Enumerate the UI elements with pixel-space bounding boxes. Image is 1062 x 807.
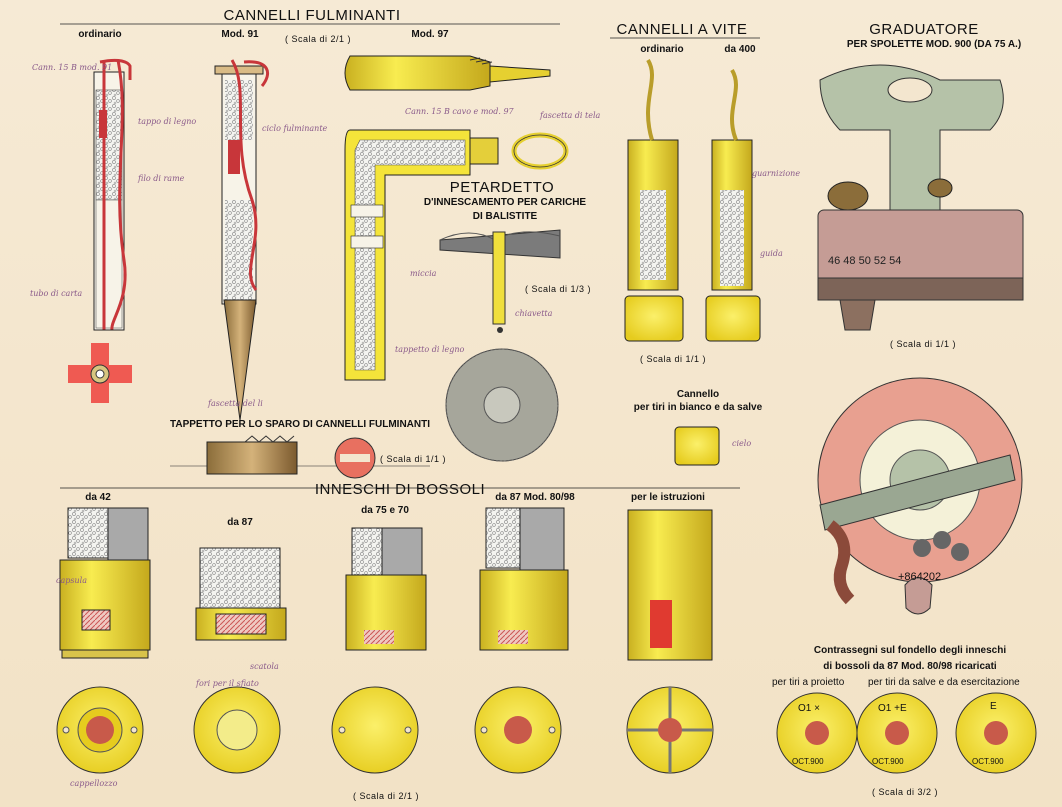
scale-contrassegni: ( Scala di 3/2 ) [871,787,939,797]
annotation-2: tappo di legno [138,117,197,126]
annotation-1: Cann. 15 B mod. 91 [32,63,113,72]
graduatore-dial: 46 48 50 52 54 [828,255,902,267]
subtitle-graduatore: PER SPOLETTE MOD. 900 (DA 75 A.) [846,39,1022,50]
scale-graduatore: ( Scala di 1/1 ) [890,339,957,349]
label-da87: da 87 [227,517,253,528]
label-da75: da 75 e 70 [361,505,409,516]
stamp-2: OCT.900 [872,757,904,766]
subtitle-petardetto-2: DI BALISTITE [472,211,538,222]
title-tappetto: TAPPETTO PER LO SPARO DI CANNELLI FULMIN… [170,419,430,430]
graduatore-ring-numbers: +864202 [898,571,942,583]
mark-1: O1 × [798,703,820,714]
cannello-bianco-line2: per tiri in bianco e da salve [633,402,763,413]
annotation-11: capsula [56,576,87,585]
annotation-4: tubo di carta [30,289,83,298]
annotation-16: guida [760,249,783,258]
label-da87-mod80: da 87 Mod. 80/98 [495,492,575,503]
label-mod97: Mod. 97 [411,29,449,40]
subtitle-petardetto-1: D'INNESCAMENTO PER CARICHE [423,197,587,208]
cannello-ordinario-cross [68,343,132,403]
annotation-3: filo di rame [138,174,185,183]
title-petardetto: PETARDETTO [449,179,555,196]
contrassegni-line2: di bossoli da 87 Mod. 80/98 ricaricati [823,661,997,672]
cannello-ordinario-figure [93,58,132,331]
title-inneschi: INNESCHI DI BOSSOLI [314,481,486,498]
annotation-6: Cann. 15 B cavo e mod. 97 [405,107,514,116]
cannello-mod97-figure [344,55,569,381]
annotation-18: cappellozzo [70,779,118,788]
inneschi-figures [59,507,713,661]
mark-2: O1 +E [878,703,907,714]
label-vite-ordinario: ordinario [640,44,684,55]
graduatore-figure [817,64,1024,615]
cannello-mod91-figure [214,59,270,421]
annotation-13: scatola [250,662,279,671]
annotation-8: miccia [410,269,437,278]
title-graduatore: GRADUATORE [869,21,979,38]
label-da42: da 42 [85,492,111,503]
cannelli-vite-figures [624,58,761,466]
annotation-10: chiavetta [515,309,553,318]
stamp-1: OCT.900 [792,757,824,766]
label-istruzioni: per le istruzioni [631,492,705,503]
contrassegni-line1: Contrassegni sul fondello degli inneschi [813,645,1007,656]
label-ordinario: ordinario [78,29,122,40]
contrassegni-sub-right: per tiri da salve e da esercitazione [868,677,1020,688]
scale-cannelli-fulminanti: ( Scala di 2/1 ) [285,34,352,44]
primer-faces [56,686,1037,774]
annotation-5: ciclo fulminante [262,124,328,133]
scale-tappetto: ( Scala di 1/1 ) [380,454,447,464]
tappetto-figure [206,435,376,479]
mark-3: E [990,701,997,712]
annotation-7: fascetta di tela [540,111,601,120]
petardetto-figure [439,229,561,462]
stamp-3: OCT.900 [972,757,1004,766]
annotation-9: tappetto di legno [395,345,465,354]
label-mod91: Mod. 91 [221,29,259,40]
scale-petardetto: ( Scala di 1/3 ) [525,284,592,294]
annotation-12: fori per il sfiato [196,679,259,688]
title-cannelli-fulminanti: CANNELLI FULMINANTI [223,7,401,24]
annotation-17: fascetta del li [208,399,263,408]
label-vite-400: da 400 [724,44,756,55]
title-cannelli-vite: CANNELLI A VITE [616,21,748,38]
annotation-15: guarnizione [752,169,801,178]
contrassegni-sub-left: per tiri a proietto [772,677,845,688]
scale-cannelli-vite: ( Scala di 1/1 ) [640,354,707,364]
annotation-14: cielo [732,439,752,448]
cannello-bianco-line1: Cannello [676,389,720,400]
scale-inneschi: ( Scala di 2/1 ) [352,791,420,801]
